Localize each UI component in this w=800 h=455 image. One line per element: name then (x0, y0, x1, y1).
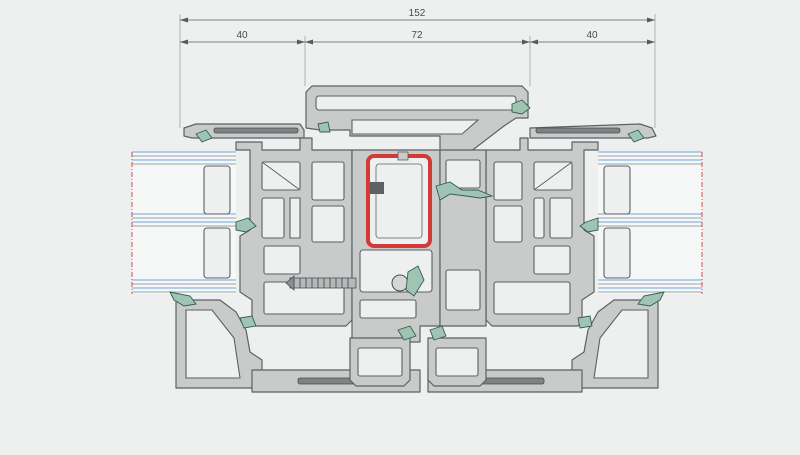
left-sash-dimension-label: 40 (236, 30, 248, 41)
right-sash-profile (485, 137, 599, 327)
right-glazing-unit (598, 151, 703, 294)
overall-dimension-label: 152 (409, 8, 426, 19)
right-sash-dimension-label: 40 (586, 30, 598, 41)
left-glazing-unit (131, 151, 236, 294)
gasket-seals (169, 99, 665, 341)
center-bottom-channel (349, 337, 487, 387)
dimension-lines: 152 40 72 40 (179, 8, 656, 128)
frame-dimension-label: 72 (411, 30, 423, 41)
top-cover-strips (183, 123, 657, 139)
left-bottom-frame-profile (175, 299, 421, 393)
steel-reinforcement (366, 151, 432, 248)
left-sash-profile (235, 137, 353, 327)
mullion-head-profile (305, 85, 529, 153)
